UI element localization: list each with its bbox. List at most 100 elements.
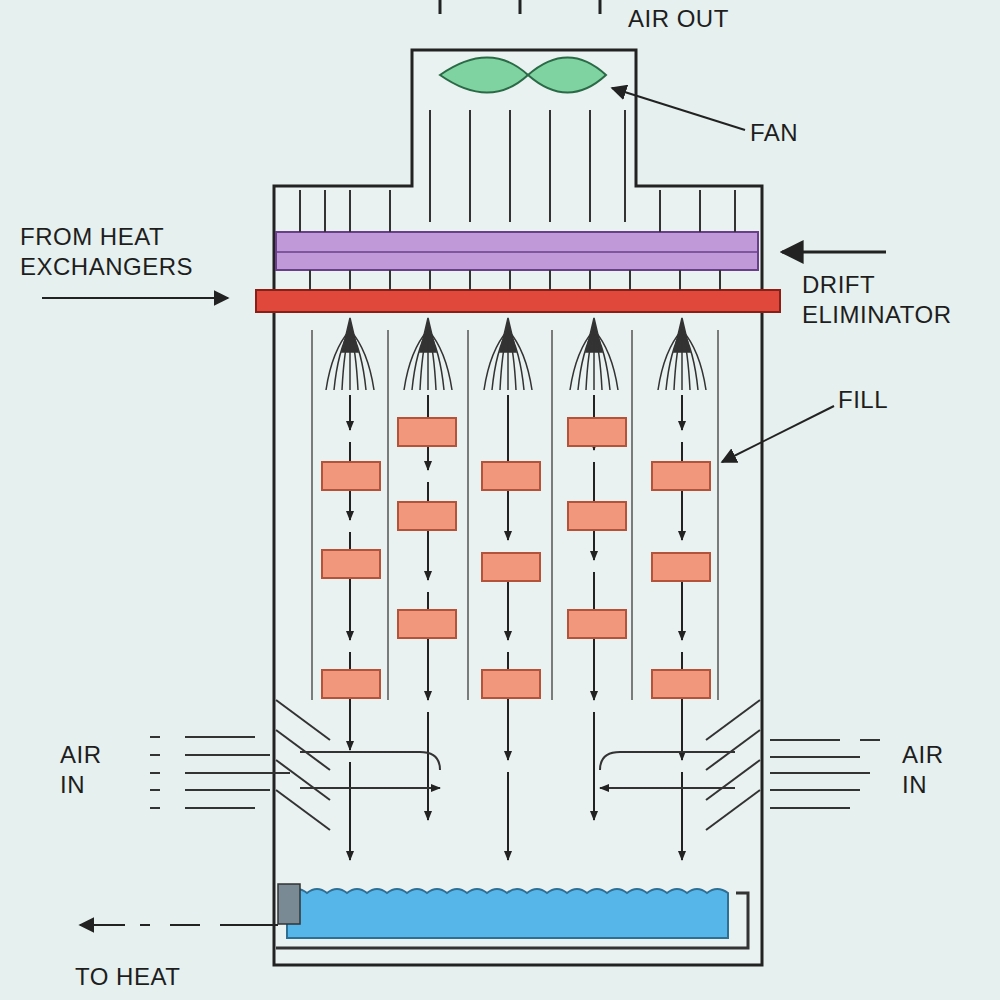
- stack-line: [624, 110, 626, 222]
- fill-block: [398, 502, 456, 530]
- spray-stroke: [508, 330, 532, 390]
- fan: [440, 58, 606, 93]
- water-flow-arrow: [427, 712, 429, 820]
- fill-block: [652, 670, 710, 698]
- water-flow-arrow: [507, 772, 509, 860]
- guide-line: [387, 330, 389, 700]
- stack-line: [589, 110, 591, 222]
- grid-line: [309, 270, 311, 290]
- guide-line: [467, 330, 469, 700]
- grid-line: [349, 190, 351, 232]
- grid-line: [549, 270, 551, 290]
- spray-stroke: [349, 330, 351, 390]
- text-label: FILL: [838, 385, 918, 415]
- fill-block: [322, 670, 380, 698]
- spray-stroke: [674, 330, 682, 390]
- fill-block: [482, 462, 540, 490]
- grid-line: [679, 270, 681, 290]
- fill-leader: [722, 406, 834, 462]
- spray-stroke: [420, 330, 428, 390]
- text-label: FROM HEAT EXCHANGERS: [20, 222, 260, 282]
- spray-stroke: [500, 330, 508, 390]
- spray-stroke: [334, 330, 350, 390]
- air-in-left: [150, 737, 440, 808]
- grid-line: [429, 270, 431, 290]
- spray-stroke: [492, 330, 508, 390]
- spray-stroke: [508, 330, 524, 390]
- spray-stroke: [586, 330, 594, 390]
- spray-stroke: [594, 330, 618, 390]
- guide-line: [311, 330, 313, 700]
- spray-stroke: [412, 330, 428, 390]
- spray-stroke: [350, 330, 366, 390]
- spray-stroke: [350, 330, 374, 390]
- grid-line: [509, 270, 511, 290]
- water-flow-arrow: [593, 712, 595, 820]
- guide-line: [551, 330, 553, 700]
- spray-stroke: [428, 330, 444, 390]
- guide-line: [631, 330, 633, 700]
- spray-stroke: [682, 330, 706, 390]
- fan-leader: [612, 88, 745, 130]
- spray-stroke: [427, 330, 429, 390]
- spray-stroke: [507, 330, 509, 390]
- spray-stroke: [404, 330, 428, 390]
- water-flow-arrow: [681, 395, 683, 430]
- fill-block: [398, 610, 456, 638]
- grid-line: [734, 190, 736, 232]
- fill-block: [652, 553, 710, 581]
- fill-block: [398, 418, 456, 446]
- fill-block: [568, 610, 626, 638]
- spray-stroke: [326, 330, 350, 390]
- water-flow-arrow: [349, 532, 351, 640]
- guide-line: [717, 330, 719, 700]
- spray-stroke: [594, 330, 610, 390]
- fill-block: [568, 418, 626, 446]
- outlet-arrow: [80, 924, 278, 926]
- grid-line: [389, 270, 391, 290]
- stack-line: [509, 110, 511, 222]
- text-label: FAN: [750, 118, 840, 148]
- fill-block: [322, 550, 380, 578]
- spray-stroke: [570, 330, 594, 390]
- fill-block: [482, 670, 540, 698]
- grid-line: [299, 190, 301, 232]
- inlet-arrow: [42, 297, 228, 299]
- spray-stroke: [428, 330, 452, 390]
- grid-line: [699, 190, 701, 232]
- spray-stroke: [578, 330, 594, 390]
- spray-stroke: [484, 330, 508, 390]
- grid-line: [589, 270, 591, 290]
- tower-housing: [274, 50, 762, 965]
- grid-line: [389, 190, 391, 232]
- air-in-right: [600, 740, 880, 808]
- water-flow-arrow: [681, 772, 683, 860]
- water-flow-arrow: [681, 652, 683, 760]
- water-flow-arrow: [349, 652, 351, 750]
- spray-stroke: [666, 330, 682, 390]
- eliminator-leader: [782, 251, 886, 254]
- water-flow-arrow: [427, 592, 429, 700]
- stack-line: [429, 110, 431, 222]
- spray-stroke: [593, 330, 595, 390]
- air-louvres: [276, 700, 760, 830]
- fill-blocks: [322, 418, 710, 698]
- air-out-arrows: [440, 0, 600, 14]
- water-flow-arrow: [507, 652, 509, 760]
- spray-stroke: [342, 330, 350, 390]
- distribution-header: [256, 290, 780, 312]
- grid-line: [629, 270, 631, 290]
- fill-block: [568, 502, 626, 530]
- text-label: AIR IN: [902, 740, 972, 800]
- grid-line: [324, 190, 326, 232]
- water-flow-arrow: [507, 395, 509, 470]
- grid-line: [349, 270, 351, 290]
- spray-stroke: [658, 330, 682, 390]
- water-basin: [276, 884, 748, 948]
- fill-block: [652, 462, 710, 490]
- water-flow-arrow: [349, 395, 351, 430]
- stack-line: [469, 110, 471, 222]
- text-label: DRIFT ELIMINATOR: [802, 270, 992, 330]
- grid-line: [719, 270, 721, 290]
- text-label: AIR OUT: [628, 4, 798, 34]
